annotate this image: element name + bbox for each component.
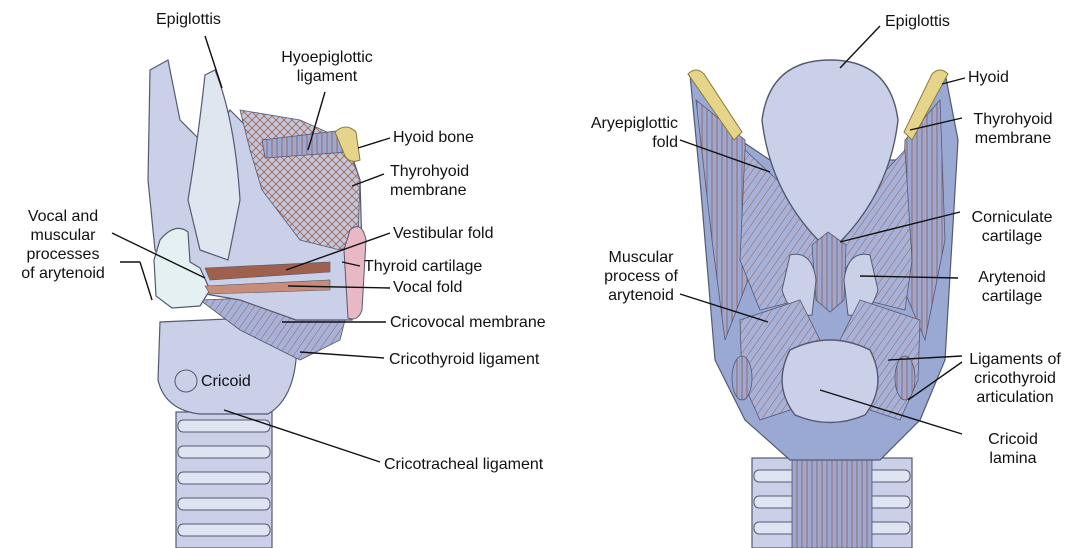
label-cricotracheal-ligament: Cricotracheal ligament xyxy=(384,455,543,474)
leader-hyoid-bone xyxy=(358,138,390,148)
cricoid-lamina-shape xyxy=(782,340,878,423)
label-hyoid: Hyoid xyxy=(968,68,1009,87)
label-cricovocal-membrane: Cricovocal membrane xyxy=(390,313,546,332)
label-vocal-fold: Vocal fold xyxy=(393,278,462,297)
corniculate-cartilage-shape xyxy=(812,232,846,312)
label-cricoid: Cricoid xyxy=(201,372,251,391)
cricoid-small-circle xyxy=(175,370,197,392)
thyroid-cartilage-edge xyxy=(344,227,366,319)
right-trachea xyxy=(752,458,912,548)
label-thyrohyoid-membrane-right: Thyrohyoid membrane xyxy=(960,110,1066,148)
left-larynx-view xyxy=(148,60,366,548)
label-thyrohyoid-membrane-left: Thyrohyoid membrane xyxy=(390,162,469,200)
label-hyoid-bone: Hyoid bone xyxy=(393,128,474,147)
label-ligaments-cricothyroid-articulation: Ligaments of cricothyroid articulation xyxy=(960,350,1070,407)
leader-vocal-muscular-3 xyxy=(140,262,152,300)
label-cricothyroid-ligament: Cricothyroid ligament xyxy=(389,350,539,369)
label-hyoepiglottic-ligament: Hyoepiglottic ligament xyxy=(281,48,373,86)
label-arytenoid-cartilage: Arytenoid cartilage xyxy=(958,268,1066,306)
label-muscular-process: Muscular process of arytenoid xyxy=(598,248,684,305)
label-vocal-muscular-processes: Vocal and muscular processes of arytenoi… xyxy=(10,207,116,283)
right-larynx-view xyxy=(688,60,958,548)
cricothyroid-ligament-left xyxy=(732,356,752,400)
label-cricoid-lamina: Cricoid lamina xyxy=(960,430,1066,468)
cricothyroid-ligament-right xyxy=(895,356,915,400)
label-corniculate-cartilage: Corniculate cartilage xyxy=(958,208,1066,246)
left-trachea xyxy=(176,412,272,548)
label-epiglottis-right: Epiglottis xyxy=(885,12,950,31)
label-epiglottis-left: Epiglottis xyxy=(156,10,221,29)
label-thyroid-cartilage: Thyroid cartilage xyxy=(364,257,482,276)
label-vestibular-fold: Vestibular fold xyxy=(393,224,494,243)
leader-epiglottis-right xyxy=(840,26,880,68)
label-aryepiglottic-fold: Aryepiglottic fold xyxy=(568,114,678,152)
leader-cricothyroid xyxy=(300,352,384,358)
left-epiglottis-shape xyxy=(188,70,240,260)
